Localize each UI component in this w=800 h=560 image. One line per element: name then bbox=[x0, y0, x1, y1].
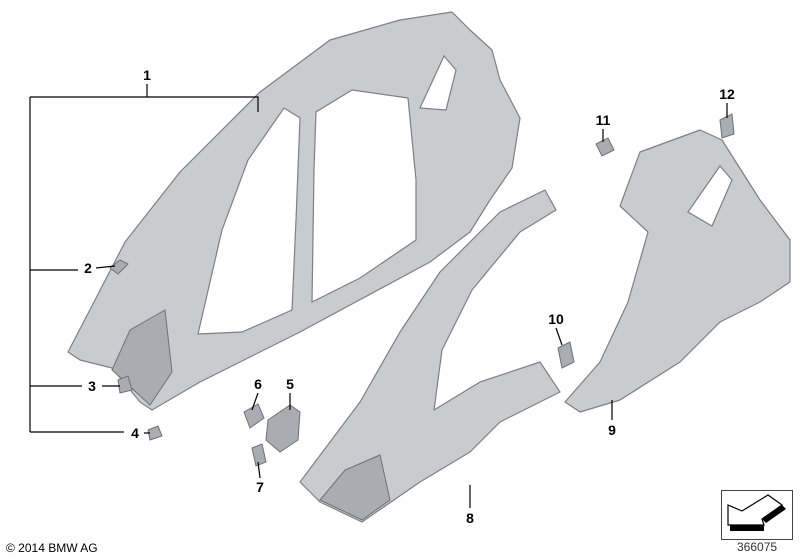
callout-6[interactable]: 6 bbox=[254, 376, 262, 392]
leader-lines bbox=[29, 84, 728, 508]
reinforcement-part-5[interactable] bbox=[265, 404, 301, 453]
image-number: 366075 bbox=[737, 540, 778, 554]
callout-7[interactable]: 7 bbox=[256, 479, 264, 495]
bracket-part-10[interactable] bbox=[557, 341, 575, 369]
callout-1[interactable]: 1 bbox=[143, 67, 151, 83]
bracket-part-12[interactable] bbox=[719, 113, 735, 139]
bracket-part-11[interactable] bbox=[595, 137, 615, 157]
rear-side-frame-part-9[interactable] bbox=[564, 129, 791, 413]
plate-part-4[interactable] bbox=[147, 425, 163, 441]
callout-5[interactable]: 5 bbox=[286, 376, 294, 392]
side-frame-part-1[interactable] bbox=[67, 11, 521, 411]
copyright-text: © 2014 BMW AG bbox=[6, 541, 98, 555]
callout-4[interactable]: 4 bbox=[131, 425, 139, 441]
arrow-direction-icon bbox=[721, 490, 793, 540]
front-side-frame-part-8[interactable] bbox=[299, 189, 561, 523]
callout-2[interactable]: 2 bbox=[84, 260, 92, 276]
callout-12[interactable]: 12 bbox=[719, 86, 735, 102]
bracket-part-6[interactable] bbox=[243, 403, 265, 429]
reinforcement-part-3[interactable] bbox=[117, 375, 133, 394]
callout-10[interactable]: 10 bbox=[548, 311, 564, 327]
callout-3[interactable]: 3 bbox=[88, 378, 96, 394]
callout-11[interactable]: 11 bbox=[595, 112, 611, 128]
callout-8[interactable]: 8 bbox=[466, 510, 474, 526]
callout-9[interactable]: 9 bbox=[608, 422, 616, 438]
bracket-part-2[interactable] bbox=[109, 259, 129, 275]
bracket-part-7[interactable] bbox=[251, 443, 267, 467]
